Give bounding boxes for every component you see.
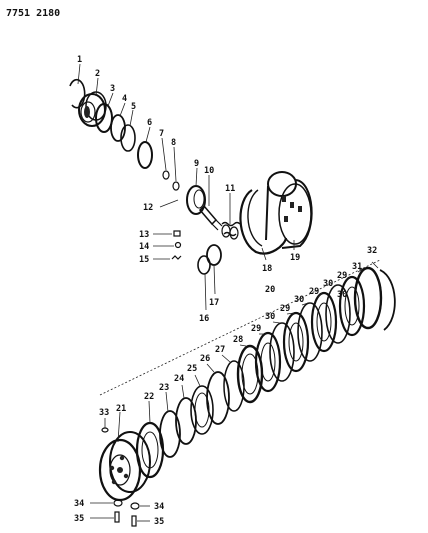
label-6: 6	[147, 118, 152, 128]
part-29-friction-disc-4	[338, 275, 366, 337]
label-2: 2	[95, 69, 100, 79]
label-28: 28	[233, 335, 243, 345]
label-11: 11	[225, 184, 235, 194]
label-29c: 29	[309, 287, 319, 297]
part-24-seal	[175, 397, 197, 445]
part-23-seal	[159, 410, 181, 458]
label-3: 3	[110, 84, 115, 94]
label-17: 17	[209, 298, 219, 308]
label-23: 23	[159, 383, 169, 393]
leader-lines	[77, 63, 381, 522]
part-19-drum	[265, 171, 313, 249]
part-9-retainer	[186, 185, 206, 215]
part-31-pressure-plate	[353, 266, 383, 330]
part-30-steel-plate-3	[325, 284, 351, 344]
label-30c: 30	[323, 279, 333, 289]
label-13: 13	[139, 230, 149, 240]
label-22: 22	[144, 392, 154, 402]
label-4: 4	[122, 94, 127, 104]
part-8-spring-seat	[172, 181, 180, 191]
part-34-ball-right	[130, 502, 140, 510]
label-1: 1	[77, 55, 82, 65]
label-16: 16	[199, 314, 209, 324]
label-14: 14	[139, 242, 149, 252]
label-33: 33	[99, 408, 109, 418]
label-26: 26	[200, 354, 210, 364]
label-29b: 29	[280, 304, 290, 314]
label-5: 5	[131, 102, 136, 112]
label-19: 19	[290, 253, 300, 263]
label-18: 18	[262, 264, 272, 274]
label-10: 10	[204, 166, 214, 176]
part-32-snap-ring	[379, 269, 396, 331]
part-34-ball-left	[113, 499, 123, 507]
part-labels: 1 2 3 4 5 6 7 8 9 10 11 12 13 14 15 16 1…	[74, 55, 377, 527]
part-1-snap-ring	[69, 78, 86, 109]
label-9: 9	[194, 159, 199, 169]
part-10-piston-rod	[198, 204, 223, 231]
label-27: 27	[215, 345, 225, 355]
part-33-bushing	[101, 427, 109, 433]
part-29-friction-disc	[254, 331, 282, 393]
part-2-pump-body	[78, 91, 107, 127]
label-20: 20	[265, 285, 275, 295]
part-16-ring	[197, 255, 211, 275]
label-12: 12	[143, 203, 153, 213]
part-29-friction-disc-3	[310, 291, 338, 353]
part-7-ball	[162, 170, 170, 180]
label-15: 15	[139, 255, 149, 265]
part-5-ring	[120, 124, 136, 152]
part-3-ring	[95, 103, 113, 133]
label-24: 24	[174, 374, 184, 384]
label-29d: 29	[337, 271, 347, 281]
label-29a: 29	[251, 324, 261, 334]
part-14-ball	[174, 241, 182, 249]
label-21: 21	[116, 404, 126, 414]
part-15-spring	[171, 255, 182, 260]
part-35-pin-left	[114, 511, 120, 523]
diagram-code: 7751 2180	[6, 8, 60, 19]
part-18-band	[239, 189, 288, 255]
part-13-plug	[173, 230, 181, 237]
part-12-pin	[159, 199, 179, 208]
label-30a: 30	[265, 312, 275, 322]
label-35-left: 35	[74, 514, 84, 524]
label-7: 7	[159, 129, 164, 139]
label-34-right: 34	[154, 502, 164, 512]
part-28-spacer	[236, 344, 264, 404]
part-6-ring	[137, 141, 153, 169]
label-31: 31	[352, 262, 362, 272]
label-34-left: 34	[74, 499, 84, 509]
label-8: 8	[171, 138, 176, 148]
part-17-ring	[206, 244, 222, 266]
part-30-steel-plate	[269, 322, 295, 382]
label-32: 32	[367, 246, 377, 256]
part-11-spring	[221, 221, 241, 240]
label-30d: 30	[337, 290, 347, 300]
label-25: 25	[187, 364, 197, 374]
part-29-friction-disc-2	[282, 311, 310, 373]
part-26-plate	[206, 371, 230, 425]
label-30b: 30	[294, 295, 304, 305]
label-35-right: 35	[154, 517, 164, 527]
part-30-steel-plate-2	[297, 302, 323, 362]
part-4-ring	[110, 114, 126, 142]
part-35-pin-right	[131, 515, 137, 527]
